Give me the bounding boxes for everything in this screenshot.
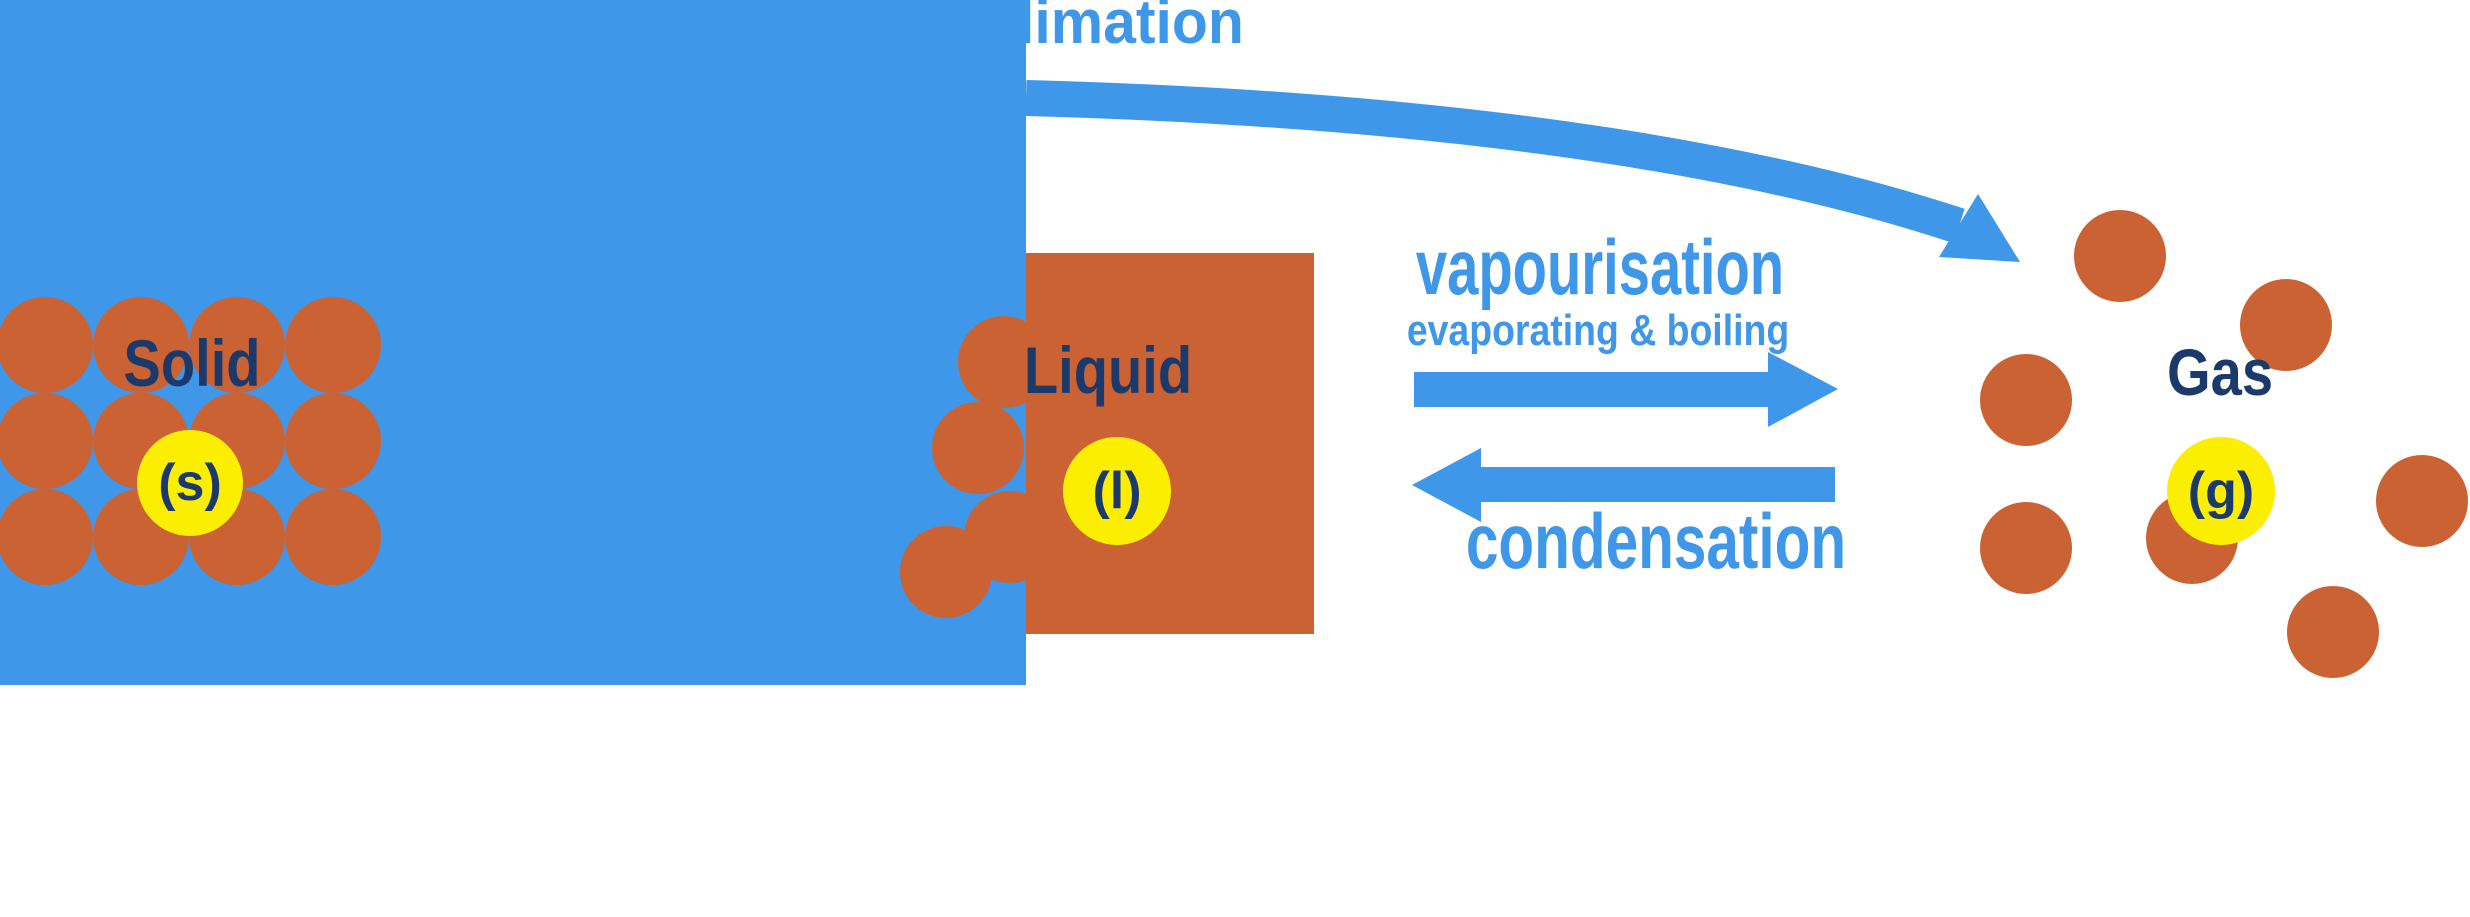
gas-label: Gas <box>2166 335 2274 409</box>
liquid-label: Liquid <box>1023 333 1193 407</box>
sublimation-arrowhead-icon <box>1939 194 2020 262</box>
particle <box>932 402 1024 494</box>
liquid-region-background <box>1026 253 1314 634</box>
condensation-label: condensation <box>1465 497 1847 585</box>
particle <box>285 489 381 585</box>
condensation-arrow <box>1412 448 1835 522</box>
condensation-arrowhead-icon <box>1412 448 1481 522</box>
liquid-state-symbol-badge: (l) <box>1063 437 1171 545</box>
particle <box>2376 455 2468 547</box>
sublimation-arrow <box>1025 80 2020 262</box>
solid-state-symbol-badge: (s) <box>137 430 243 536</box>
sublimation-arrow-curve <box>1025 80 1965 244</box>
vapourisation-arrowhead-icon <box>1768 352 1838 427</box>
condensation-arrow-shaft <box>1481 467 1835 502</box>
particle <box>2287 586 2379 678</box>
sublimation-label: limation <box>1018 0 1244 57</box>
evaporating-boiling-sublabel: evaporating & boiling <box>1406 306 1790 355</box>
particle <box>1980 502 2072 594</box>
solid-label: Solid <box>123 326 261 400</box>
vapourisation-arrow-shaft <box>1414 372 1768 407</box>
particle <box>93 297 189 393</box>
gas-state-symbol-badge: (g) <box>2167 437 2275 545</box>
particle <box>0 297 93 393</box>
particle <box>285 393 381 489</box>
particle <box>285 297 381 393</box>
solid-state-symbol: (s) <box>158 454 222 512</box>
particle <box>1980 354 2072 446</box>
particle <box>0 393 93 489</box>
vapourisation-label: vapourisation <box>1415 223 1785 311</box>
particle <box>958 316 1050 408</box>
particle <box>0 489 93 585</box>
particle <box>2074 210 2166 302</box>
gas-state-symbol: (g) <box>2187 462 2255 520</box>
vapourisation-arrow <box>1414 352 1838 427</box>
liquid-state-symbol: (l) <box>1092 462 1142 520</box>
particle <box>2240 279 2332 371</box>
particle <box>189 297 285 393</box>
particle <box>900 526 992 618</box>
